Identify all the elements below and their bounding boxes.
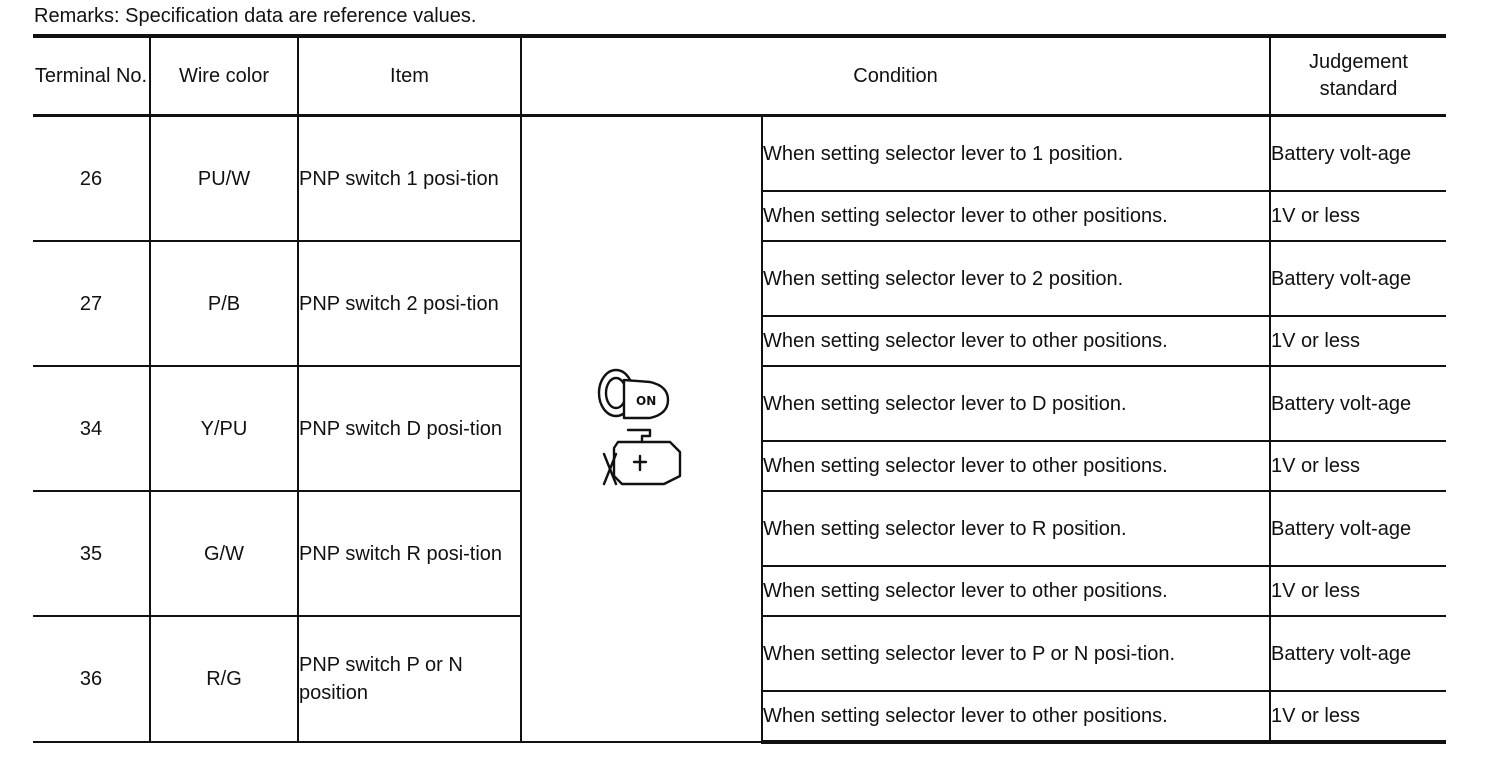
item-description: PNP switch 1 posi-tion xyxy=(297,114,522,242)
item-description: PNP switch D posi-tion xyxy=(297,365,522,492)
condition-text: When setting selector lever to other pos… xyxy=(762,690,1272,744)
condition-text: When setting selector lever to other pos… xyxy=(762,440,1272,492)
header-judgement-standard: Judgement standard xyxy=(1269,34,1447,117)
judgement-value: Battery volt-age xyxy=(1269,615,1447,692)
table-row: When setting selector lever to other pos… xyxy=(33,690,1447,744)
condition-text: When setting selector lever to P or N po… xyxy=(760,615,1272,692)
table-row: 35 G/W PNP switch R posi-tion When setti… xyxy=(33,490,1447,617)
condition-text: When setting selector lever to R positio… xyxy=(760,490,1272,567)
condition-text: When setting selector lever to D positio… xyxy=(760,365,1272,442)
table-row: 27 P/B PNP switch 2 posi-tion When setti… xyxy=(33,240,1447,367)
judgement-value: 1V or less xyxy=(1269,315,1447,367)
header-condition: Condition xyxy=(519,34,1272,117)
remarks-note: Remarks: Specification data are referenc… xyxy=(34,5,477,27)
wire-color: R/G xyxy=(149,615,299,743)
judgement-value: 1V or less xyxy=(1269,440,1447,492)
header-item: Item xyxy=(297,34,522,117)
item-description: PNP switch P or N position xyxy=(297,615,522,743)
wire-color: PU/W xyxy=(149,114,299,242)
table-row: 34 Y/PU PNP switch D posi-tion When sett… xyxy=(33,365,1447,492)
terminal-number: 34 xyxy=(33,365,151,492)
terminal-number: 35 xyxy=(33,490,151,617)
ignition-key-on-icon: ON xyxy=(597,368,669,420)
wire-color: Y/PU xyxy=(149,365,299,492)
header-wire-color: Wire color xyxy=(149,34,299,117)
condition-text: When setting selector lever to other pos… xyxy=(762,565,1272,617)
judgement-value: Battery volt-age xyxy=(1269,114,1447,192)
table-row: When setting selector lever to other pos… xyxy=(33,190,1447,242)
judgement-value: Battery volt-age xyxy=(1269,490,1447,567)
item-description: PNP switch 2 posi-tion xyxy=(297,240,522,367)
table-row: 36 R/G PNP switch P or N position When s… xyxy=(33,615,1447,743)
wire-color: G/W xyxy=(149,490,299,617)
engine-idle-icon xyxy=(602,428,681,486)
condition-text: When setting selector lever to 2 positio… xyxy=(760,240,1272,317)
terminal-number: 26 xyxy=(33,114,151,242)
header-terminal-no: Terminal No. xyxy=(33,34,151,117)
judgement-value: 1V or less xyxy=(1269,565,1447,617)
condition-text: When setting selector lever to 1 positio… xyxy=(760,114,1272,192)
terminal-spec-table: Terminal No. Wire color Item Condition J… xyxy=(33,34,1447,744)
condition-text: When setting selector lever to other pos… xyxy=(762,315,1272,367)
table-row: When setting selector lever to other pos… xyxy=(33,315,1447,367)
judgement-value: Battery volt-age xyxy=(1269,240,1447,317)
condition-text: When setting selector lever to other pos… xyxy=(762,190,1272,242)
table-header-row: Terminal No. Wire color Item Condition J… xyxy=(33,34,1447,117)
table-row: When setting selector lever to other pos… xyxy=(33,565,1447,617)
condition-icons: ON xyxy=(520,114,763,743)
key-on-label: ON xyxy=(636,394,656,408)
terminal-number: 27 xyxy=(33,240,151,367)
judgement-value: 1V or less xyxy=(1269,690,1447,744)
judgement-value: Battery volt-age xyxy=(1269,365,1447,442)
terminal-number: 36 xyxy=(33,615,151,743)
table-row: When setting selector lever to other pos… xyxy=(33,440,1447,492)
table-row: 26 PU/W PNP switch 1 posi-tion ON xyxy=(33,114,1447,743)
item-description: PNP switch R posi-tion xyxy=(297,490,522,617)
judgement-value: 1V or less xyxy=(1269,190,1447,242)
wire-color: P/B xyxy=(149,240,299,367)
